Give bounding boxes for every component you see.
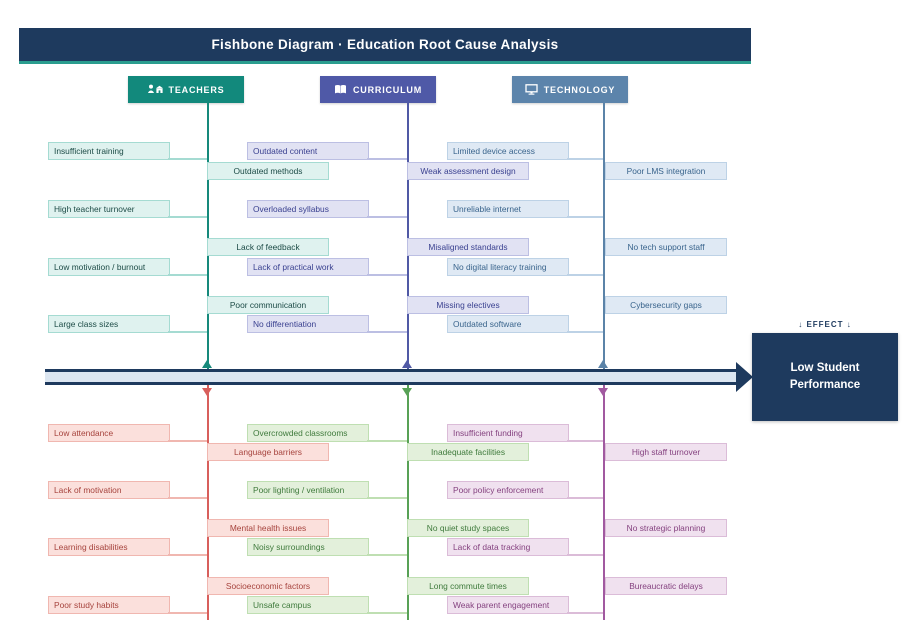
cause-box: Language barriers xyxy=(207,443,329,461)
cause-box: Overcrowded classrooms xyxy=(247,424,369,442)
cause-box: Inadequate facilities xyxy=(407,443,529,461)
cause-box: Limited device access xyxy=(447,142,569,160)
category-header-label: TEACHERS xyxy=(168,84,225,95)
cause-box: Poor communication xyxy=(207,296,329,314)
junction-down-arrow-icon xyxy=(402,388,412,396)
cause-box: No quiet study spaces xyxy=(407,519,529,537)
cause-box: Noisy surroundings xyxy=(247,538,369,556)
junction-down-arrow-icon xyxy=(598,388,608,396)
category-header-label: CURRICULUM xyxy=(353,84,422,95)
cause-box: Poor study habits xyxy=(48,596,170,614)
cause-box: Insufficient training xyxy=(48,142,170,160)
effect-text: Low Student Performance xyxy=(789,362,861,391)
category-header-technology[interactable]: TECHNOLOGY xyxy=(512,76,628,103)
category-header-curriculum[interactable]: CURRICULUM xyxy=(320,76,436,103)
cause-box: Weak parent engagement xyxy=(447,596,569,614)
diagram-title-bar: Fishbone Diagram · Education Root Cause … xyxy=(19,28,751,64)
cause-box: No strategic planning xyxy=(605,519,727,537)
category-header-label: TECHNOLOGY xyxy=(543,84,616,95)
book-icon xyxy=(334,84,347,95)
cause-box: Insufficient funding xyxy=(447,424,569,442)
connector-line xyxy=(367,158,407,160)
cause-box: Unsafe campus xyxy=(247,596,369,614)
connector-line xyxy=(367,216,407,218)
connector-line xyxy=(168,216,207,218)
cause-box: No digital literacy training xyxy=(447,258,569,276)
cause-box: Low motivation / burnout xyxy=(48,258,170,276)
connector-line xyxy=(567,274,603,276)
category-line-teachers xyxy=(207,103,209,369)
cause-box: Lack of feedback xyxy=(207,238,329,256)
connector-line xyxy=(367,612,407,614)
connector-line xyxy=(567,440,603,442)
cause-box: Bureaucratic delays xyxy=(605,577,727,595)
cause-box: Poor policy enforcement xyxy=(447,481,569,499)
category-line-green-branch xyxy=(407,385,409,620)
cause-box: Poor LMS integration xyxy=(605,162,727,180)
connector-line xyxy=(168,331,207,333)
cause-box: Lack of motivation xyxy=(48,481,170,499)
connector-line xyxy=(168,612,207,614)
connector-line xyxy=(567,331,603,333)
connector-line xyxy=(567,497,603,499)
junction-up-arrow-icon xyxy=(202,360,212,368)
monitor-icon xyxy=(525,84,538,95)
cause-box: Poor lighting / ventilation xyxy=(247,481,369,499)
junction-up-arrow-icon xyxy=(402,360,412,368)
connector-line xyxy=(168,497,207,499)
connector-line xyxy=(168,554,207,556)
category-line-curriculum xyxy=(407,103,409,369)
effect-label: ↓ EFFECT ↓ xyxy=(798,320,852,329)
cause-box: Lack of data tracking xyxy=(447,538,569,556)
cause-box: Learning disabilities xyxy=(48,538,170,556)
cause-box: No tech support staff xyxy=(605,238,727,256)
connector-line xyxy=(567,216,603,218)
cause-box: Low attendance xyxy=(48,424,170,442)
cause-box: Outdated content xyxy=(247,142,369,160)
diagram-title: Fishbone Diagram · Education Root Cause … xyxy=(211,37,559,52)
junction-down-arrow-icon xyxy=(202,388,212,396)
connector-line xyxy=(168,274,207,276)
cause-box: Long commute times xyxy=(407,577,529,595)
connector-line xyxy=(367,497,407,499)
category-line-purple-branch xyxy=(603,385,605,620)
cause-box: Weak assessment design xyxy=(407,162,529,180)
cause-box: Unreliable internet xyxy=(447,200,569,218)
cause-box: Mental health issues xyxy=(207,519,329,537)
category-line-red-branch xyxy=(207,385,209,620)
category-header-teachers[interactable]: TEACHERS xyxy=(128,76,244,103)
cause-box: Outdated methods xyxy=(207,162,329,180)
cause-box: Missing electives xyxy=(407,296,529,314)
connector-line xyxy=(567,612,603,614)
effect-box[interactable]: Low Student Performance xyxy=(752,333,898,421)
cause-box: Misaligned standards xyxy=(407,238,529,256)
cause-box: Cybersecurity gaps xyxy=(605,296,727,314)
connector-line xyxy=(367,331,407,333)
connector-line xyxy=(567,554,603,556)
category-line-technology xyxy=(603,103,605,369)
cause-box: High staff turnover xyxy=(605,443,727,461)
connector-line xyxy=(168,440,207,442)
junction-up-arrow-icon xyxy=(598,360,608,368)
connector-line xyxy=(168,158,207,160)
cause-box: Outdated software xyxy=(447,315,569,333)
cause-box: No differentiation xyxy=(247,315,369,333)
teacher-icon xyxy=(147,84,163,95)
cause-box: Socioeconomic factors xyxy=(207,577,329,595)
cause-box: High teacher turnover xyxy=(48,200,170,218)
cause-box: Large class sizes xyxy=(48,315,170,333)
spine-line xyxy=(45,369,737,385)
connector-line xyxy=(367,274,407,276)
connector-line xyxy=(367,554,407,556)
spine-arrowhead-icon xyxy=(736,362,753,392)
cause-box: Overloaded syllabus xyxy=(247,200,369,218)
connector-line xyxy=(367,440,407,442)
connector-line xyxy=(567,158,603,160)
cause-box: Lack of practical work xyxy=(247,258,369,276)
